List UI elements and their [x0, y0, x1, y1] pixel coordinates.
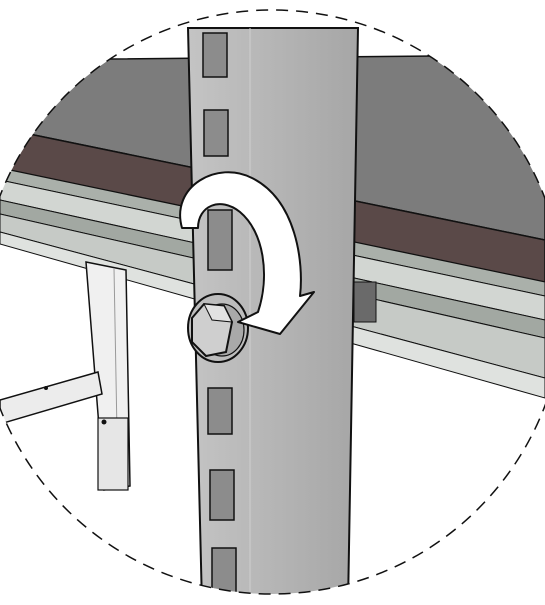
rear-bracket [353, 281, 377, 323]
leg-foot-adjuster [97, 417, 129, 491]
cross-brace [0, 371, 103, 426]
slot [203, 109, 229, 157]
slot [202, 32, 228, 78]
upright-slots [202, 32, 237, 594]
leg-screw [101, 419, 107, 425]
clockwise-arrow-icon [179, 171, 315, 335]
callout-content [0, 27, 545, 594]
slot [207, 209, 233, 271]
slot [209, 469, 235, 521]
slot [207, 387, 233, 435]
slot [211, 547, 237, 594]
